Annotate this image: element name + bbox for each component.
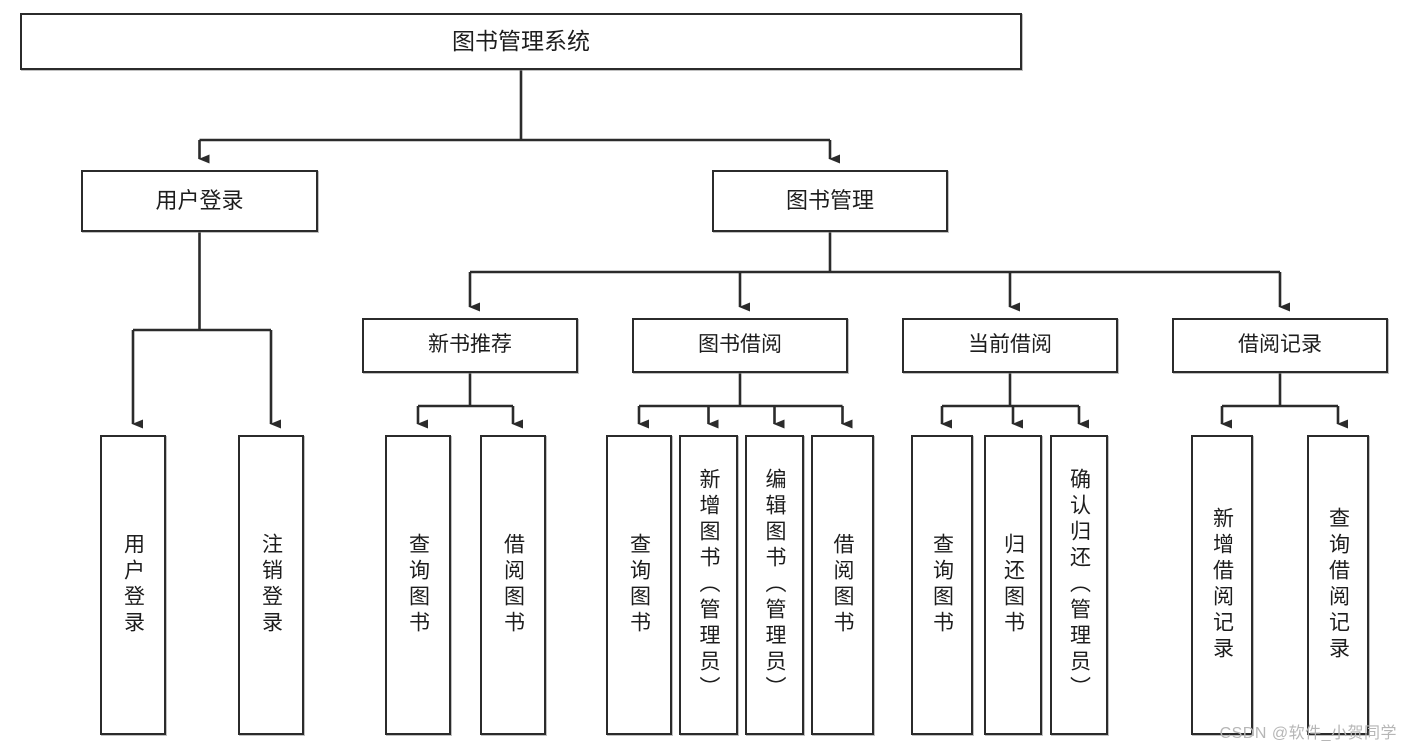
node-label: 新增借阅记录 — [1210, 507, 1234, 663]
csdn-watermark: CSDN @软件_小贺同学 — [1219, 725, 1397, 742]
node-label: 编辑图书（管理员） — [763, 468, 786, 702]
leaf-borrow-book[interactable]: 借阅图书 — [811, 435, 874, 735]
node-label: 归还图书 — [1001, 533, 1025, 637]
leaf-query-book-borrow[interactable]: 查询图书 — [606, 435, 672, 735]
leaf-return-book[interactable]: 归还图书 — [984, 435, 1042, 735]
node-new-book-recommend[interactable]: 新书推荐 — [362, 318, 578, 373]
node-root-system[interactable]: 图书管理系统 — [20, 13, 1022, 70]
node-label: 当前借阅 — [968, 333, 1052, 357]
node-label: 用户登录 — [155, 188, 244, 214]
leaf-confirm-return-admin[interactable]: 确认归还（管理员） — [1050, 435, 1108, 735]
node-label: 图书管理 — [785, 188, 874, 214]
node-label: 用户登录 — [121, 533, 145, 637]
node-label: 图书借阅 — [698, 333, 782, 357]
node-label: 新增图书（管理员） — [697, 468, 720, 702]
node-label: 借阅图书 — [501, 533, 525, 637]
node-label: 查询图书 — [406, 533, 430, 637]
leaf-borrow-book-recommend[interactable]: 借阅图书 — [480, 435, 546, 735]
node-book-borrow[interactable]: 图书借阅 — [632, 318, 848, 373]
node-label: 新书推荐 — [428, 333, 512, 357]
node-label: 注销登录 — [259, 533, 283, 637]
leaf-add-book-admin[interactable]: 新增图书（管理员） — [679, 435, 738, 735]
leaf-query-book-recommend[interactable]: 查询图书 — [385, 435, 451, 735]
node-label: 查询图书 — [627, 533, 651, 637]
node-borrow-record[interactable]: 借阅记录 — [1172, 318, 1388, 373]
node-label: 借阅记录 — [1238, 333, 1322, 357]
node-label: 查询借阅记录 — [1326, 507, 1350, 663]
node-user-login[interactable]: 用户登录 — [81, 170, 318, 232]
leaf-query-book-current[interactable]: 查询图书 — [911, 435, 973, 735]
leaf-query-borrow-record[interactable]: 查询借阅记录 — [1307, 435, 1369, 735]
node-label: 图书管理系统 — [452, 27, 590, 54]
node-current-borrow[interactable]: 当前借阅 — [902, 318, 1118, 373]
node-label: 查询图书 — [930, 533, 954, 637]
leaf-user-login[interactable]: 用户登录 — [100, 435, 166, 735]
leaf-add-borrow-record[interactable]: 新增借阅记录 — [1191, 435, 1253, 735]
node-label: 确认归还（管理员） — [1067, 468, 1091, 702]
node-book-management[interactable]: 图书管理 — [712, 170, 948, 232]
node-label: 借阅图书 — [831, 533, 854, 637]
leaf-logout[interactable]: 注销登录 — [238, 435, 304, 735]
leaf-edit-book-admin[interactable]: 编辑图书（管理员） — [745, 435, 804, 735]
